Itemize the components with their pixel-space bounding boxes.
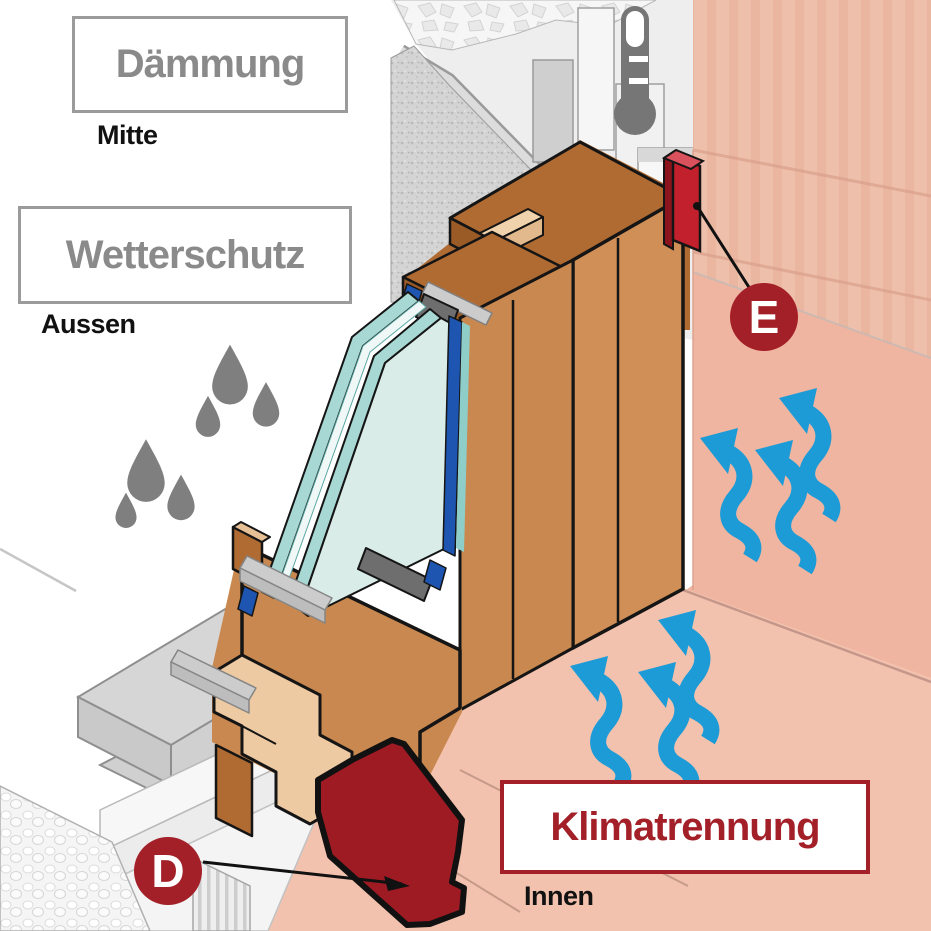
leader-line-d [202,860,403,886]
sealing-tape [661,148,754,293]
interior-wall [683,0,931,690]
thermometer-icon [614,6,656,135]
marker-e-letter: E [748,291,780,343]
leader-line-e [695,205,754,293]
label-klimatrennung: Klimatrennung [550,804,820,849]
marker-d-letter: D [151,845,185,897]
marker-e: E [730,283,798,351]
water-drops [115,344,280,528]
label-box-daemmung: Dämmung [72,16,348,113]
brick-band [693,0,931,358]
zone-label-mitte: Mitte [97,120,158,150]
sealing-membrane [202,737,467,928]
label-daemmung: Dämmung [115,42,306,86]
edge-seal [442,315,463,557]
label-wetterschutz: Wetterschutz [65,232,305,277]
foam-insulation [0,785,151,931]
glazing-unit [170,281,493,714]
marker-d: D [134,837,202,905]
frame-jamb [571,195,685,650]
zone-label-innen: Innen [524,881,594,911]
label-box-wetterschutz: Wetterschutz [18,206,352,304]
zone-label-aussen: Aussen [41,309,136,339]
label-box-klimatrennung: Klimatrennung [500,780,870,874]
